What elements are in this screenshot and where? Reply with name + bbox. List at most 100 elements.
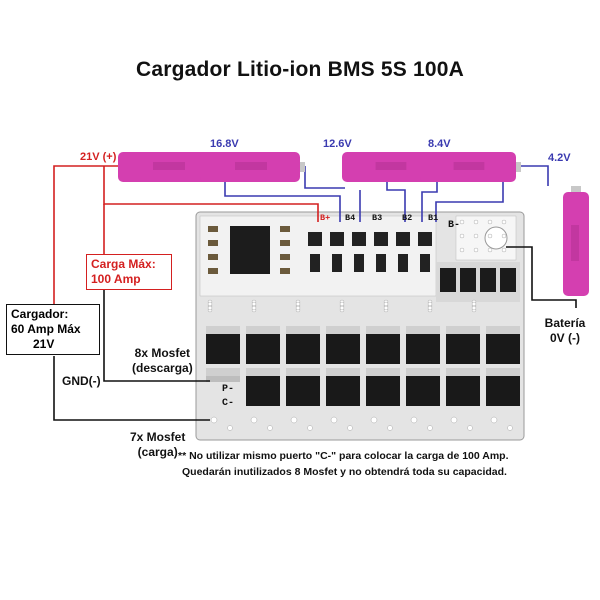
via <box>251 305 257 311</box>
mosfet <box>286 376 320 406</box>
via <box>471 301 477 307</box>
mosfet <box>486 334 520 364</box>
via <box>330 416 338 424</box>
via <box>307 425 313 431</box>
via <box>339 301 345 307</box>
smd-chip <box>418 232 432 246</box>
via <box>410 416 418 424</box>
pin-label-b2: B2 <box>402 213 413 223</box>
via <box>473 247 479 253</box>
via <box>487 219 493 225</box>
mosfet-tab <box>366 326 400 336</box>
mosfet-charge-line2: (carga) <box>137 445 178 459</box>
battery-cell <box>200 152 305 182</box>
load-current: 100 Amp <box>91 272 141 286</box>
smd-chip <box>374 232 388 246</box>
mosfet <box>246 376 280 406</box>
smd-chip <box>398 254 408 272</box>
charger-label: Cargador: <box>11 307 69 321</box>
via <box>207 301 213 307</box>
via <box>295 301 301 307</box>
via <box>295 305 301 311</box>
mosfet-discharge-label: 8x Mosfet (descarga) <box>132 346 193 376</box>
pin-label-b-plus: B+ <box>320 213 331 223</box>
via <box>473 233 479 239</box>
via <box>347 425 353 431</box>
bms-ic-chip <box>230 226 270 274</box>
via <box>427 305 433 311</box>
via <box>459 247 465 253</box>
mosfet-row-charge <box>206 368 520 406</box>
shunt-resistor <box>460 268 476 292</box>
via <box>501 219 507 225</box>
mosfet-tab <box>446 368 480 378</box>
smd-chip <box>354 254 364 272</box>
battery-cell <box>420 152 521 182</box>
mosfet <box>406 376 440 406</box>
smd-resistor <box>208 254 218 260</box>
load-label: Carga Máx: <box>91 257 156 271</box>
charger-box: Cargador: 60 Amp Máx 21V <box>6 304 100 355</box>
shunt-resistor <box>440 268 456 292</box>
black-wires <box>53 246 577 421</box>
smd-resistor <box>280 240 290 246</box>
via <box>383 301 389 307</box>
shunt-resistor <box>480 268 496 292</box>
mosfet-pad <box>206 376 240 382</box>
vias <box>207 219 513 431</box>
smd-chip <box>420 254 430 272</box>
smd-resistor <box>208 240 218 246</box>
diagram-title: Cargador Litio-ion BMS 5S 100A <box>135 58 465 81</box>
gnd-label: GND(-) <box>62 374 101 388</box>
mosfet-tab <box>286 326 320 336</box>
via <box>207 305 213 311</box>
via <box>473 219 479 225</box>
pin-label-p: P- <box>222 384 235 395</box>
via <box>459 233 465 239</box>
smd-chip <box>352 232 366 246</box>
via <box>450 416 458 424</box>
via <box>487 247 493 253</box>
mosfet-tab <box>206 326 240 336</box>
smd-chip <box>330 232 344 246</box>
mosfet <box>286 334 320 364</box>
mosfet <box>406 334 440 364</box>
via <box>501 247 507 253</box>
via <box>427 425 433 431</box>
cell-voltage-label: 8.4V <box>428 138 451 150</box>
pin-label-b1: B1 <box>428 213 439 223</box>
mosfet-tab <box>326 368 360 378</box>
via <box>227 425 233 431</box>
mosfet <box>326 376 360 406</box>
battery-cell-vertical <box>563 186 589 296</box>
charger-current: 60 Amp Máx <box>11 322 81 336</box>
usage-note: ** No utilizar mismo puerto "C-" para co… <box>178 448 509 480</box>
smd-chip <box>310 254 320 272</box>
via <box>507 425 513 431</box>
cell-voltage-label: 16.8V <box>210 138 239 150</box>
pin-label-b4: B4 <box>345 213 356 223</box>
bms-board <box>195 211 525 441</box>
mosfet-row-discharge <box>206 326 520 364</box>
mosfet-tab <box>246 368 280 378</box>
b-minus-terminal-hole <box>484 226 508 250</box>
mosfet-tab <box>286 368 320 378</box>
charger-voltage: 21V <box>33 337 55 351</box>
mosfet-discharge-line1: 8x Mosfet <box>134 346 191 360</box>
via <box>290 416 298 424</box>
via <box>459 219 465 225</box>
smd-chip <box>376 254 386 272</box>
mosfet-charge-label: 7x Mosfet (carga) <box>130 430 185 460</box>
cell-voltage-label: 4.2V <box>548 152 571 164</box>
smd-resistor <box>280 254 290 260</box>
usage-note-line1: ** No utilizar mismo puerto "C-" para co… <box>178 450 509 462</box>
via <box>490 416 498 424</box>
via <box>370 416 378 424</box>
mosfet-tab <box>366 368 400 378</box>
smd-resistor <box>280 226 290 232</box>
via <box>383 305 389 311</box>
mosfet-tab <box>326 326 360 336</box>
via <box>427 301 433 307</box>
